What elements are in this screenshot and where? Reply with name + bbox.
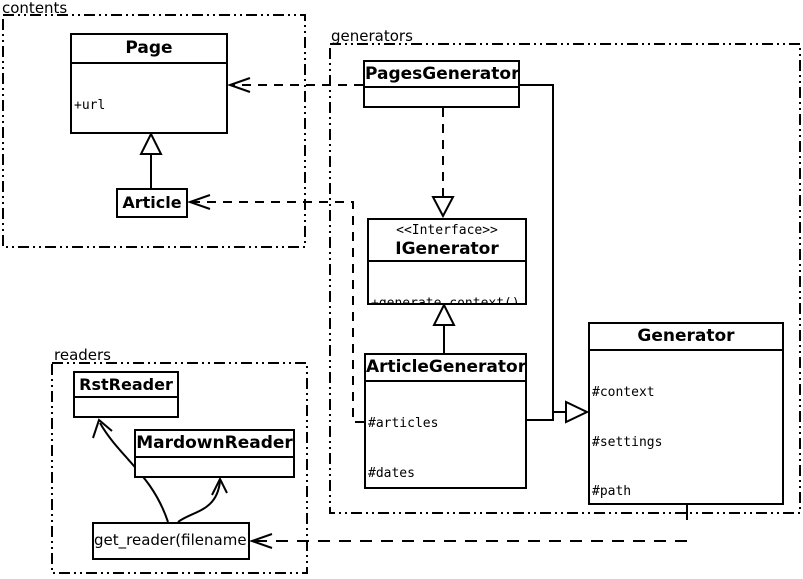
class-rstreader-title: RstReader [79, 375, 173, 394]
dependency-arrowhead-page [230, 78, 250, 92]
class-pagesgenerator: PagesGenerator #pages [363, 60, 520, 108]
package-border-readers [52, 363, 307, 573]
inheritance-triangle-page [141, 134, 161, 154]
inheritance-triangle-igenerator [434, 305, 454, 325]
function-get-reader: get_reader(filename) [92, 522, 250, 560]
package-label-readers: readers [54, 346, 111, 364]
dependency-arrowhead-article [190, 195, 210, 209]
class-articlegenerator-title: ArticleGenerator [366, 357, 527, 377]
arrowhead-mardownreader [212, 479, 227, 495]
package-border-generators [330, 44, 800, 513]
attribute: #articles [368, 416, 439, 431]
class-pagesgenerator-attributes: #pages [365, 86, 518, 106]
class-article: Article [116, 188, 188, 218]
class-mardownreader: MardownReader +read() [134, 429, 295, 478]
class-igenerator-title: IGenerator [395, 239, 499, 259]
class-articlegenerator-attributes: #articles #dates #tags #categories [366, 380, 525, 487]
class-igenerator: <<Interface>> IGenerator +generate_conte… [367, 218, 527, 305]
package-label-generators: generators [331, 27, 413, 45]
attribute: #settings [592, 434, 663, 450]
package-border-contents [3, 15, 305, 247]
class-rstreader: RstReader +read() [73, 371, 179, 418]
class-mardownreader-title: MardownReader [136, 433, 293, 453]
arrowhead-rstreader [93, 420, 112, 438]
class-page: Page +url +slug +summary +check_properti… [70, 33, 228, 134]
method: +generate_context() [371, 296, 520, 305]
class-mardownreader-methods: +read() [136, 456, 293, 476]
class-generator: Generator #context #settings #path #them… [588, 322, 784, 505]
class-articlegenerator: ArticleGenerator #articles #dates #tags … [364, 353, 527, 489]
class-rstreader-methods: +read() [75, 396, 177, 416]
class-page-attributes: +url +slug +summary [72, 62, 226, 132]
attribute: #context [592, 385, 655, 400]
attribute: #path [592, 484, 632, 499]
articlegenerator-to-article-dependency [192, 202, 364, 422]
class-igenerator-methods: +generate_context() +generate_output() [369, 260, 525, 305]
class-generator-title: Generator [637, 326, 735, 346]
class-igenerator-header: <<Interface>> IGenerator [369, 220, 525, 260]
getreader-to-mardownreader-arrow [178, 481, 220, 522]
class-article-title: Article [122, 193, 182, 212]
class-page-title: Page [125, 38, 173, 58]
attribute: +url [74, 98, 106, 113]
class-igenerator-stereotype: <<Interface>> [396, 223, 498, 238]
inheritance-triangle-generator [566, 402, 587, 422]
dependency-arrowhead-getreader [252, 534, 272, 548]
package-label-contents: contents [2, 0, 68, 17]
class-pagesgenerator-title: PagesGenerator [365, 64, 520, 84]
articlegenerator-to-generator-inheritance-line [527, 412, 553, 420]
attribute: #dates [368, 465, 415, 481]
realization-triangle-igenerator [433, 197, 453, 216]
class-generator-attributes: #context #settings #path #theme #output_… [590, 349, 782, 503]
pagesgenerator-to-generator-inheritance-line [520, 85, 566, 412]
